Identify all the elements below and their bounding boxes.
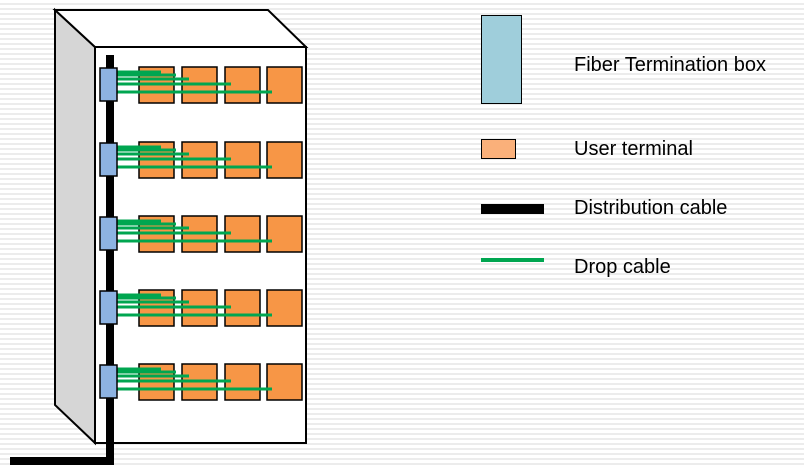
fiber-termination-box-icon — [99, 216, 118, 251]
legend-distribution-cable-label: Distribution cable — [574, 197, 728, 219]
fiber-termination-boxes — [99, 67, 118, 399]
legend-user-terminal-swatch — [481, 139, 516, 159]
fiber-termination-box-icon — [99, 290, 118, 325]
fiber-termination-box-icon — [99, 142, 118, 177]
building-roof — [52, 9, 309, 48]
legend-distribution-cable-swatch — [481, 204, 544, 214]
fiber-termination-box-icon — [99, 364, 118, 399]
fiber-termination-box-icon — [99, 67, 118, 102]
user-terminal-icon — [266, 289, 303, 327]
user-terminal-icon — [266, 215, 303, 253]
legend-user-terminal-label: User terminal — [574, 138, 693, 160]
legend-drop-cable-swatch — [481, 258, 544, 262]
distribution-cable — [10, 55, 114, 465]
user-terminal-icon — [266, 141, 303, 179]
building-floors — [112, 66, 303, 401]
legend-fiber-termination-box-label: Fiber Termination box — [574, 54, 766, 76]
legend-drop-cable-label: Drop cable — [574, 256, 671, 278]
legend-fiber-termination-box-swatch — [481, 15, 522, 104]
user-terminal-icon — [266, 66, 303, 104]
building-side-wall — [54, 7, 96, 446]
user-terminal-icon — [266, 363, 303, 401]
